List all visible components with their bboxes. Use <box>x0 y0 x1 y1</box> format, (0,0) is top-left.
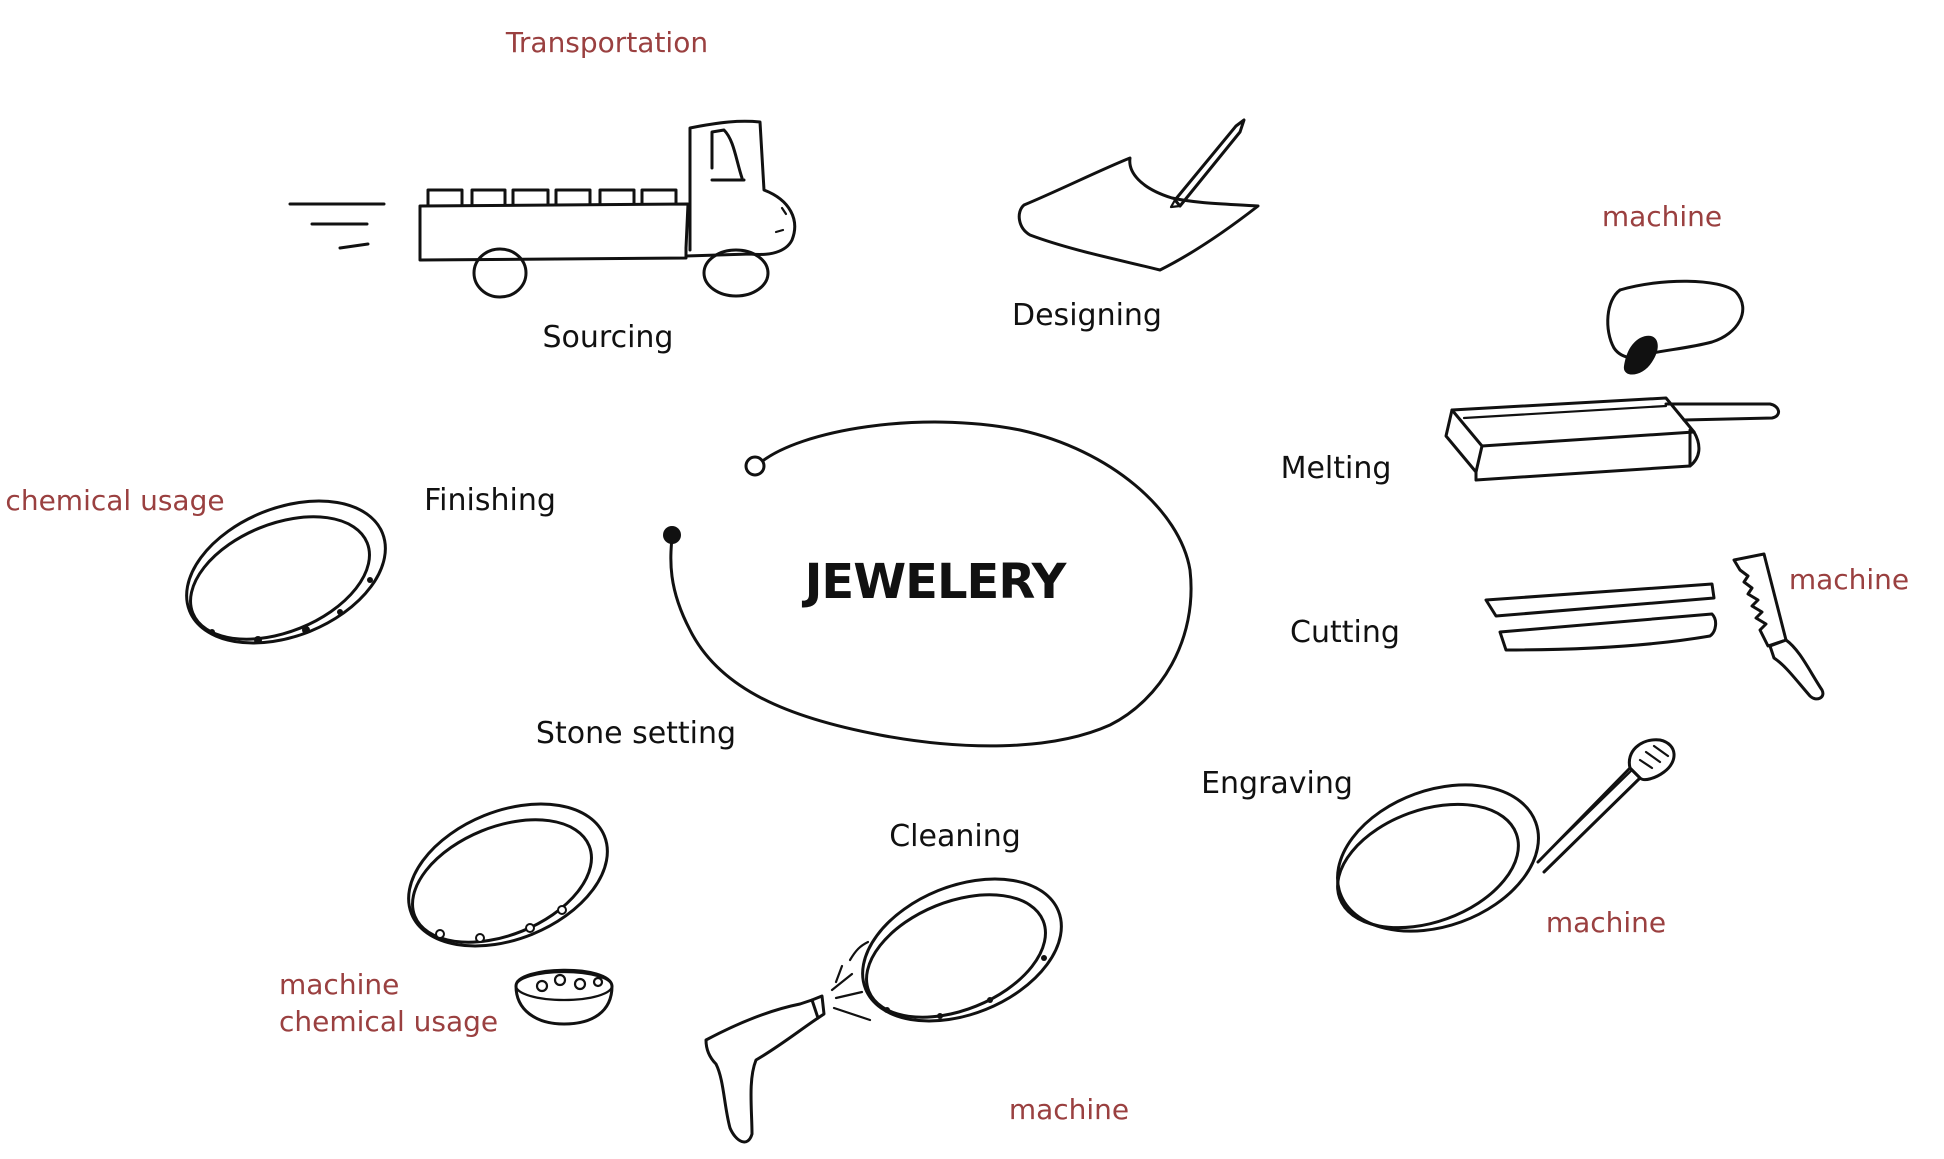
stage-label-melting: Melting <box>1281 451 1392 486</box>
stage-label-cutting: Cutting <box>1290 615 1400 650</box>
center-title: JEWELERY <box>802 554 1068 610</box>
stage-label-stone-setting: Stone setting <box>536 716 736 751</box>
saw-bars-icon <box>1484 552 1825 701</box>
stage-label-sourcing: Sourcing <box>543 320 674 355</box>
loop-start-dot <box>744 455 766 477</box>
stage-label-finishing: Finishing <box>424 483 556 518</box>
stage-label-cleaning: Cleaning <box>889 819 1021 854</box>
annotation-engraving: machine <box>1546 906 1666 939</box>
ring-stones-bowl-icon <box>407 802 614 1026</box>
annotation-melting: machine <box>1602 200 1722 233</box>
crucible-mold-icon <box>1444 279 1780 482</box>
truck-icon <box>288 119 797 299</box>
stage-label-engraving: Engraving <box>1201 766 1353 801</box>
stage-label-designing: Designing <box>1012 298 1162 333</box>
annotation-stone-setting-chemical: chemical usage <box>279 1005 498 1038</box>
engraving-tool-ring-icon <box>1336 738 1676 933</box>
ring-icon <box>185 499 387 645</box>
paper-pen-icon <box>1017 118 1260 272</box>
cycle-loop: JEWELERY <box>663 420 1193 748</box>
annotation-cleaning: machine <box>1009 1093 1129 1126</box>
annotation-finishing: chemical usage <box>5 484 224 517</box>
annotation-stone-setting-machine: machine <box>279 968 399 1001</box>
loop-end-dot <box>663 526 681 544</box>
spray-ring-icon <box>704 877 1063 1144</box>
annotation-sourcing: Transportation <box>505 26 708 59</box>
annotation-cutting: machine <box>1789 563 1909 596</box>
